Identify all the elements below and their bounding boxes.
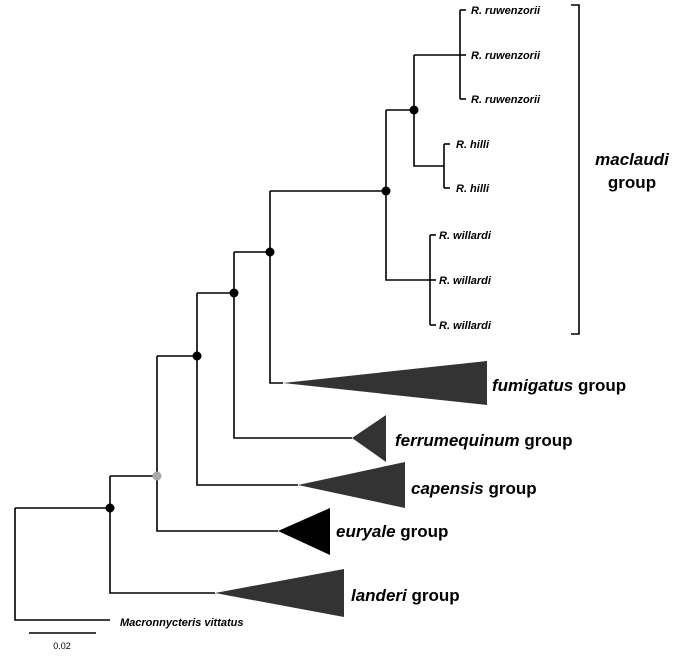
tip-label: R. ruwenzorii xyxy=(471,94,541,106)
group-labels: fumigatus group ferrumequinum group cape… xyxy=(336,376,626,605)
support-node-dot xyxy=(192,351,202,361)
branch-landeri xyxy=(109,476,215,594)
maclaudi-bracket: maclaudi group xyxy=(571,4,670,335)
tip-labels: R. ruwenzorii R. ruwenzorii R. ruwenzori… xyxy=(120,5,541,629)
ferrumequinum-wedge xyxy=(352,415,386,462)
tip-label: R. hilli xyxy=(456,139,490,151)
support-node-dot xyxy=(381,186,391,196)
fumigatus-group-label: fumigatus group xyxy=(492,376,626,395)
bracket-label-name: maclaudi xyxy=(595,150,670,169)
branch-willardi-clade xyxy=(385,110,430,281)
support-nodes xyxy=(105,105,419,513)
capensis-wedge xyxy=(298,462,405,508)
bracket-label-group: group xyxy=(608,173,656,192)
branch-fumigatus xyxy=(269,191,283,384)
branch-euryale xyxy=(156,356,278,532)
tip-label: R. ruwenzorii xyxy=(471,50,541,62)
landeri-group-label: landeri group xyxy=(351,586,460,605)
scale-bar-label: 0.02 xyxy=(53,641,71,651)
landeri-wedge xyxy=(215,569,344,617)
weak-support-node-dot xyxy=(152,471,162,481)
tip-label: R. ruwenzorii xyxy=(471,5,541,17)
support-node-dot xyxy=(409,105,419,115)
outgroup-label: Macronnycteris vittatus xyxy=(120,617,243,629)
euryale-wedge xyxy=(278,508,330,555)
support-node-dot xyxy=(105,503,115,513)
branch-ferrumequinum xyxy=(233,252,352,439)
branch-capensis xyxy=(196,293,298,486)
support-node-dot xyxy=(229,288,239,298)
euryale-group-label: euryale group xyxy=(336,522,448,541)
fumigatus-wedge xyxy=(283,361,487,405)
tip-label: R. hilli xyxy=(456,183,490,195)
scale-bar: 0.02 xyxy=(29,632,96,651)
branch-root-outgroup xyxy=(14,508,110,621)
capensis-group-label: capensis group xyxy=(411,479,537,498)
clade-bracket-line xyxy=(571,4,580,335)
support-node-dot xyxy=(265,247,275,257)
tip-label: R. willardi xyxy=(439,230,492,242)
tip-label: R. willardi xyxy=(439,275,492,287)
branch-hilli-clade xyxy=(413,55,444,167)
clade-wedges xyxy=(215,361,487,617)
tip-label: R. willardi xyxy=(439,320,492,332)
ferrumequinum-group-label: ferrumequinum group xyxy=(395,431,573,450)
